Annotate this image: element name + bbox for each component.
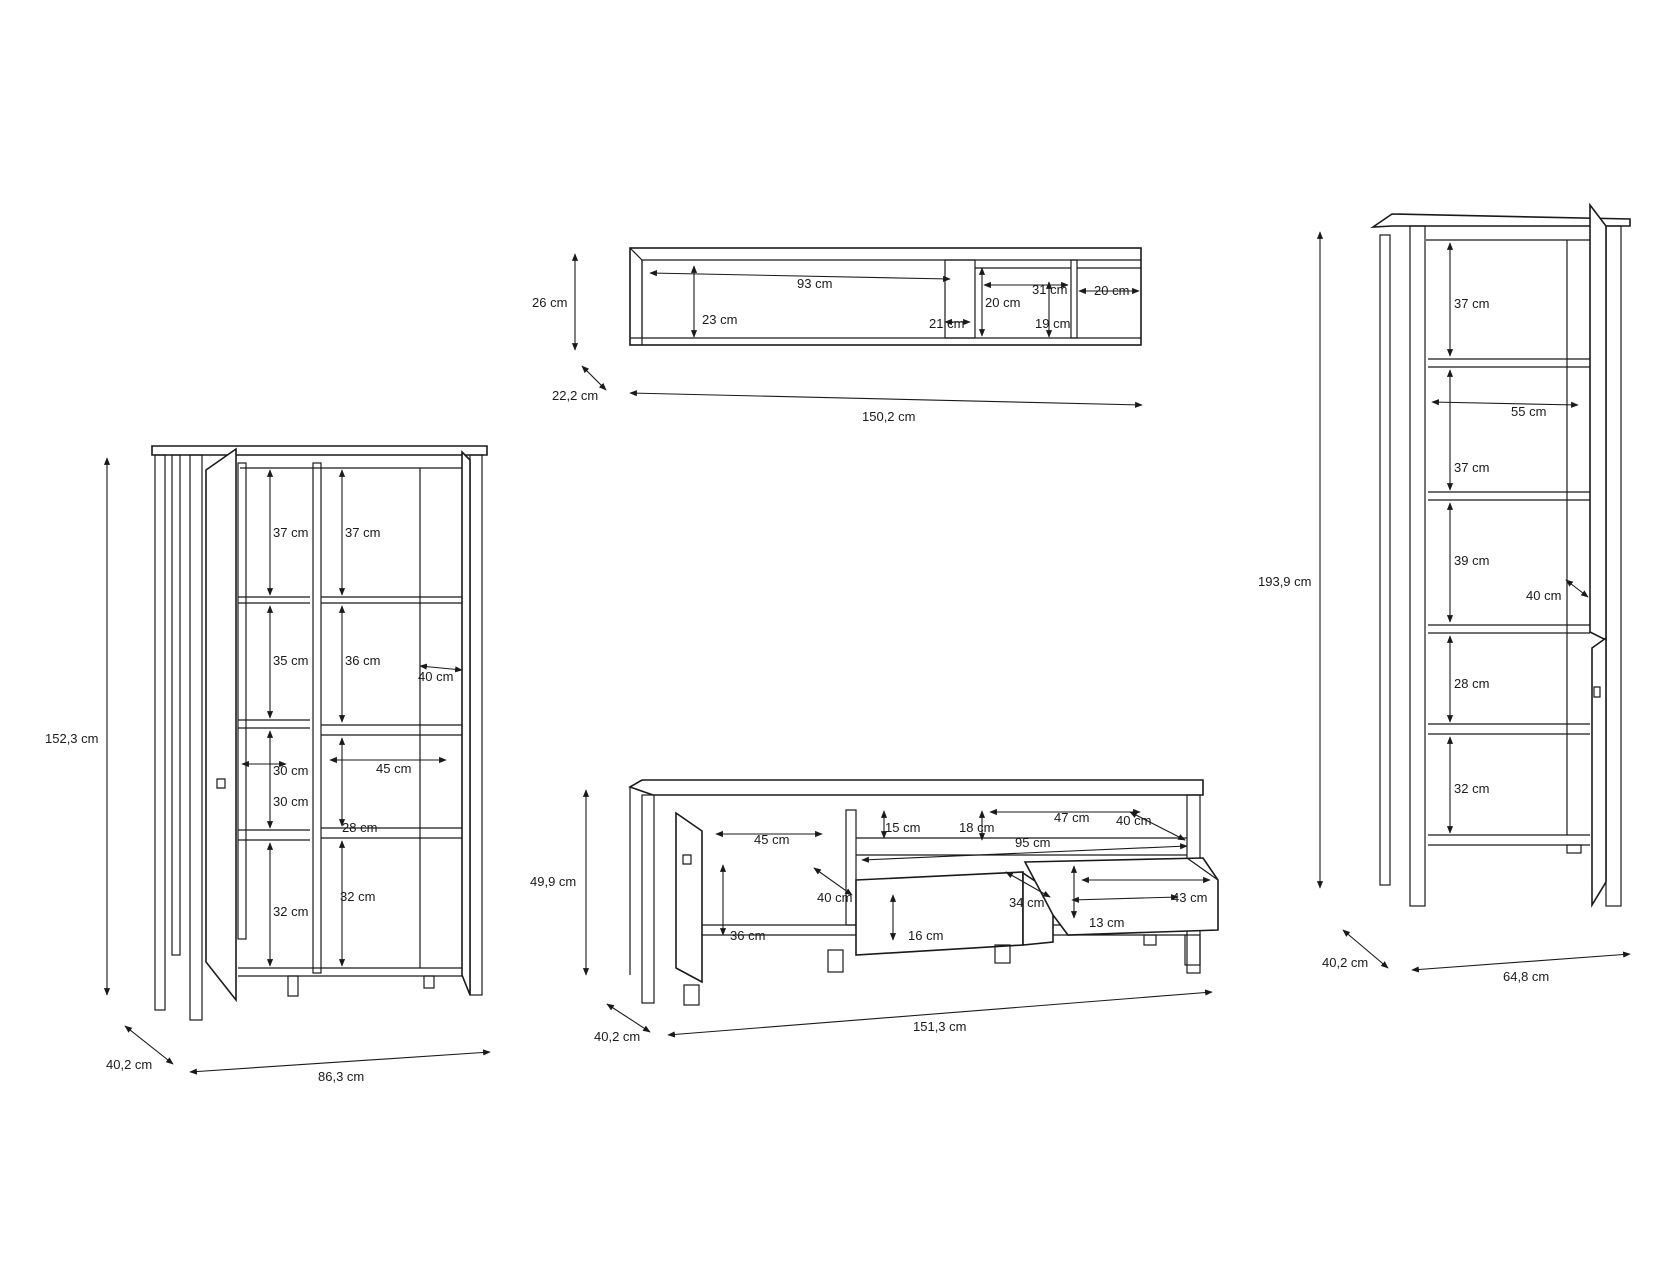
highboard-dim-label: 40 cm: [418, 669, 453, 684]
highboard-dim-label: 32 cm: [340, 889, 375, 904]
tall-cabinet-dim-label: 39 cm: [1454, 553, 1489, 568]
highboard-dim-label: 28 cm: [342, 820, 377, 835]
shelf-dim-label: 20 cm: [1094, 283, 1129, 298]
highboard-depth-label: 40,2 cm: [106, 1057, 152, 1072]
highboard-dim-label: 36 cm: [345, 653, 380, 668]
tv-unit-depth-label: 40,2 cm: [594, 1029, 640, 1044]
tv-unit-dim-label: 40 cm: [817, 890, 852, 905]
highboard-width-label: 86,3 cm: [318, 1069, 364, 1084]
tv-unit-dim-label: 45 cm: [754, 832, 789, 847]
tv-unit-dim-label: 95 cm: [1015, 835, 1050, 850]
tall-cabinet-depth-label: 40,2 cm: [1322, 955, 1368, 970]
highboard-drawing: 152,3 cm 40,2 cm 86,3 cm 37 cm 37 cm 35 …: [45, 445, 491, 1084]
tall-cabinet-dim-label: 55 cm: [1511, 404, 1546, 419]
tall-cabinet-dim-label: 37 cm: [1454, 296, 1489, 311]
tall-cabinet-width-label: 64,8 cm: [1503, 969, 1549, 984]
tv-unit-dim-label: 47 cm: [1054, 810, 1089, 825]
shelf-dim-label: 93 cm: [797, 276, 832, 291]
shelf-dim-label: 20 cm: [985, 295, 1020, 310]
tv-unit-dim-label: 16 cm: [908, 928, 943, 943]
shelf-height-label: 26 cm: [532, 295, 567, 310]
tv-unit-drawing: 49,9 cm 40,2 cm 151,3 cm 45 cm 15 cm 18 …: [530, 779, 1219, 1044]
tall-cabinet-dim-label: 37 cm: [1454, 460, 1489, 475]
tv-unit-dim-label: 13 cm: [1089, 915, 1124, 930]
tall-cabinet-dim-label: 32 cm: [1454, 781, 1489, 796]
shelf-dim-label: 23 cm: [702, 312, 737, 327]
highboard-dim-label: 37 cm: [345, 525, 380, 540]
highboard-dim-label: 45 cm: [376, 761, 411, 776]
shelf-depth-label: 22,2 cm: [552, 388, 598, 403]
highboard-dim-label: 30 cm: [273, 794, 308, 809]
tall-cabinet-drawing: 193,9 cm 40,2 cm 64,8 cm 37 cm 55 cm 37 …: [1258, 202, 1631, 984]
tv-unit-dim-label: 18 cm: [959, 820, 994, 835]
tv-unit-dim-label: 43 cm: [1172, 890, 1207, 905]
shelf-width-label: 150,2 cm: [862, 409, 915, 424]
shelf-dim-label: 21 cm: [929, 316, 964, 331]
tv-unit-width-label: 151,3 cm: [913, 1019, 966, 1034]
tv-unit-dim-label: 40 cm: [1116, 813, 1151, 828]
highboard-dim-label: 35 cm: [273, 653, 308, 668]
tv-unit-dim-label: 34 cm: [1009, 895, 1044, 910]
shelf-dim-label: 19 cm: [1035, 316, 1070, 331]
tall-cabinet-dim-label: 28 cm: [1454, 676, 1489, 691]
highboard-dim-label: 30 cm: [273, 763, 308, 778]
wall-shelf-drawing: 26 cm 22,2 cm 150,2 cm 93 cm 23 cm 21 cm…: [532, 247, 1143, 424]
tall-cabinet-height-label: 193,9 cm: [1258, 574, 1311, 589]
shelf-dim-label: 31 cm: [1032, 282, 1067, 297]
highboard-dim-label: 37 cm: [273, 525, 308, 540]
tv-unit-height-label: 49,9 cm: [530, 874, 576, 889]
tv-unit-dim-label: 36 cm: [730, 928, 765, 943]
tv-unit-dim-label: 15 cm: [885, 820, 920, 835]
highboard-height-label: 152,3 cm: [45, 731, 98, 746]
tall-cabinet-dim-label: 40 cm: [1526, 588, 1561, 603]
highboard-dim-label: 32 cm: [273, 904, 308, 919]
